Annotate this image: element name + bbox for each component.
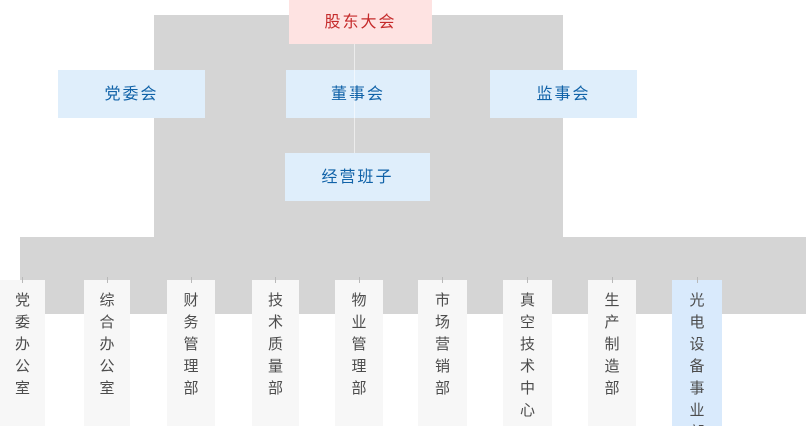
org-node-board-of-directors: 董事会 [286,70,430,118]
connector-tick [442,277,443,283]
dept-label: 综合办公室 [97,292,116,402]
connector-tick [107,277,108,283]
dept-technology-quality[interactable]: 技术质量部 [252,280,299,426]
center-connector-line [354,44,355,153]
dept-marketing[interactable]: 市场营销部 [418,280,467,426]
dept-label: 党委办公室 [13,292,31,402]
dept-label: 市场营销部 [433,292,451,402]
dept-property-management[interactable]: 物业管理部 [335,280,383,426]
dept-production-manufacturing[interactable]: 生产制造部 [588,280,636,426]
connector-tick [191,277,192,283]
dept-general-office[interactable]: 综合办公室 [84,280,130,426]
dept-label: 财务管理部 [181,292,200,402]
dept-label: 生产制造部 [602,292,621,402]
connector-tick [697,277,698,283]
dept-label: 物业管理部 [349,292,368,402]
dept-label: 真空技术中心 [518,292,536,424]
dept-finance-management[interactable]: 财务管理部 [167,280,215,426]
dept-party-committee-office[interactable]: 党委办公室 [0,280,45,426]
org-node-supervisory-board: 监事会 [490,70,637,118]
connector-tick [275,277,276,283]
dept-label: 技术质量部 [266,292,284,402]
connector-tick [359,277,360,283]
connector-tick [612,277,613,283]
dept-vacuum-technology-center[interactable]: 真空技术中心 [503,280,552,426]
connector-tick [527,277,528,283]
org-node-party-committee: 党委会 [58,70,205,118]
org-node-management-team: 经营班子 [285,153,430,201]
connector-tick [22,277,23,283]
org-node-shareholders-meeting: 股东大会 [289,0,432,44]
connector-background-block [154,15,563,237]
dept-label: 光电设备事业部 [687,292,706,426]
dept-optoelectronic-equipment-division[interactable]: 光电设备事业部 [672,280,722,426]
